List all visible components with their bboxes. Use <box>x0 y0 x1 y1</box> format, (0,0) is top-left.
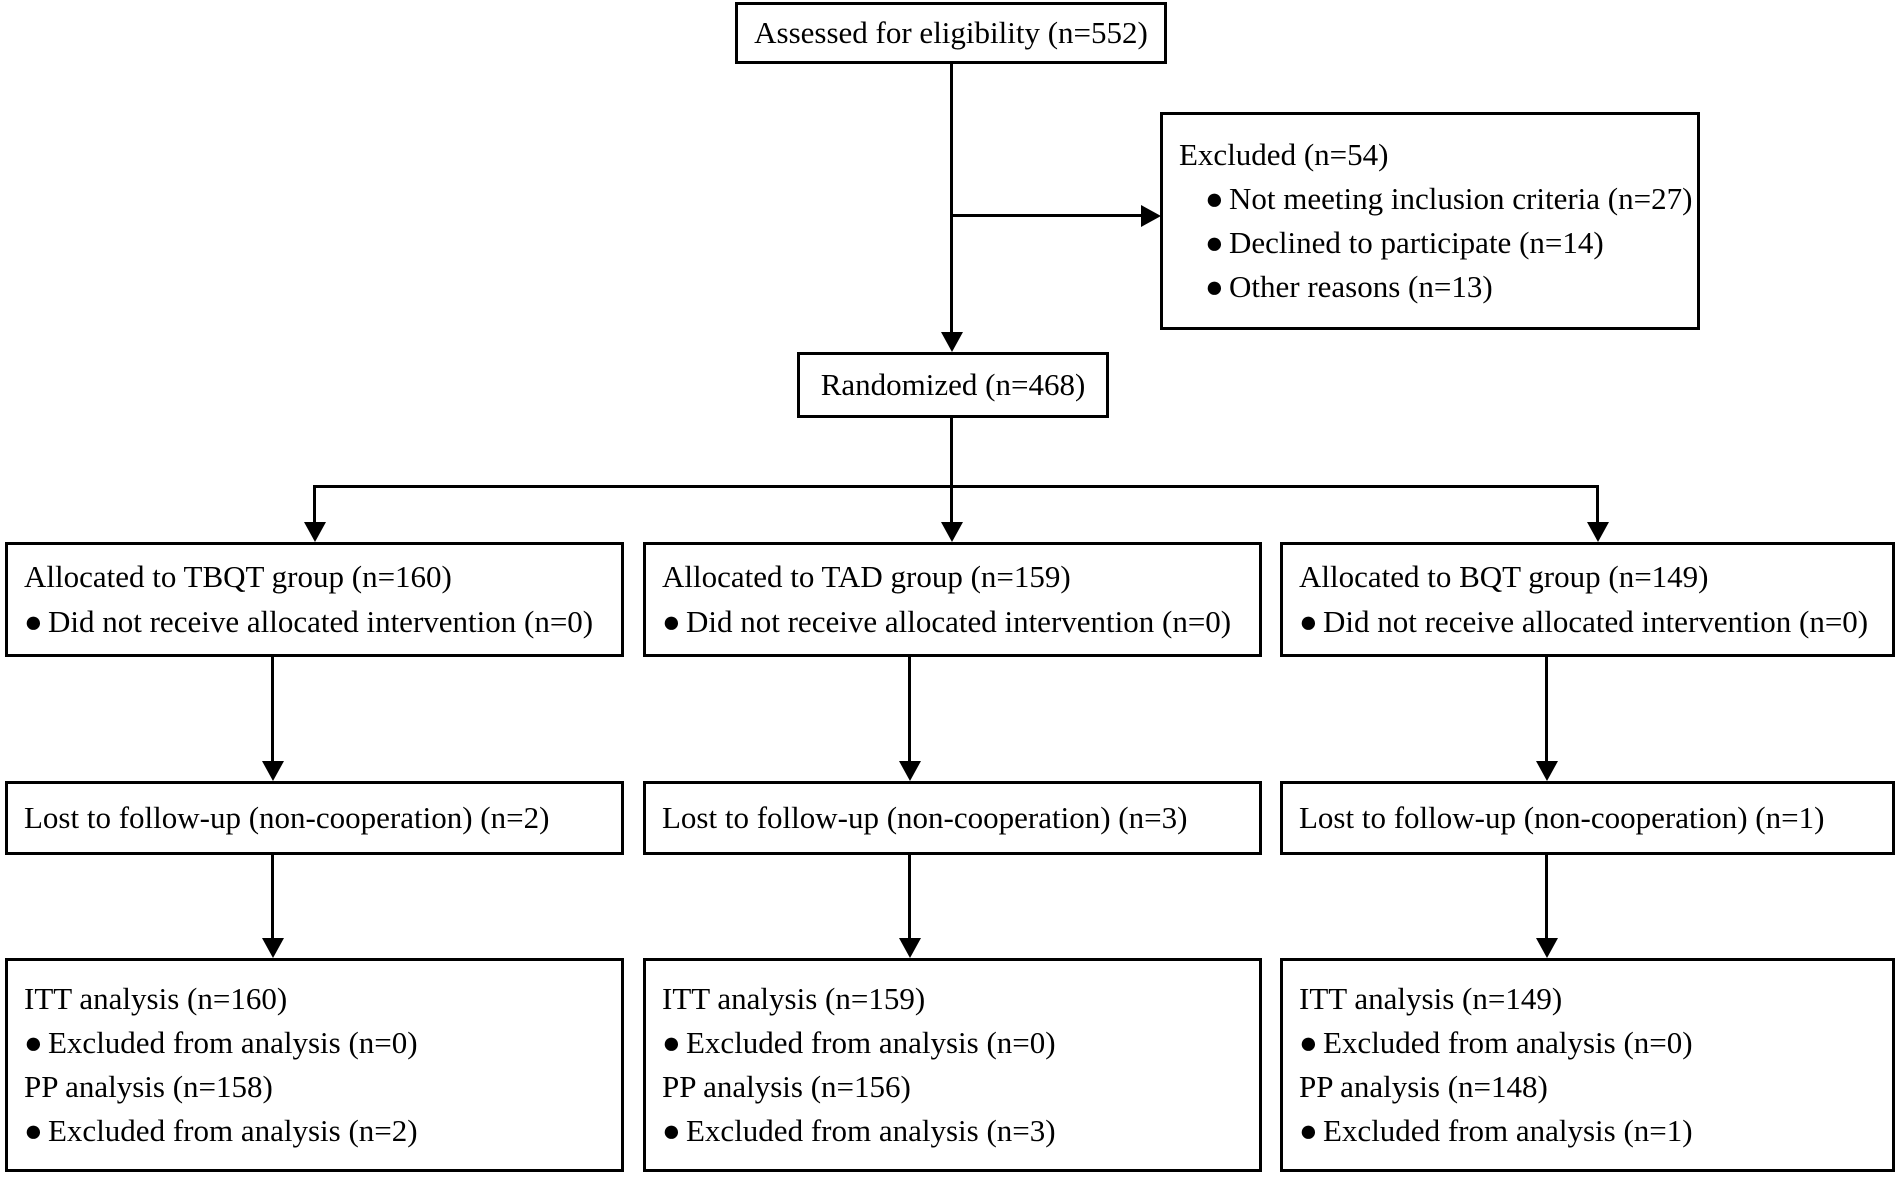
node-followup-arm-2: Lost to follow-up (non-cooperation) (n=1… <box>1280 781 1895 855</box>
arrowhead-arm-1-analysis <box>899 938 921 958</box>
node-analysis-arm-0: ITT analysis (n=160) ● Excluded from ana… <box>5 958 624 1172</box>
node-excluded: Excluded (n=54) ● Not meeting inclusion … <box>1160 112 1700 330</box>
followup-arm-2-label: Lost to follow-up (non-cooperation) (n=1… <box>1299 799 1825 835</box>
connector-assessed-to-randomized <box>950 64 953 332</box>
bullet-icon: ● <box>1299 603 1318 639</box>
connector-arm-0-followup-to-analysis <box>271 855 274 938</box>
excluded-reason-1-label: Declined to participate (n=14) <box>1229 225 1604 260</box>
node-randomized: Randomized (n=468) <box>797 352 1109 418</box>
pp-arm-0-bullet: ● Excluded from analysis (n=2) <box>24 1109 611 1153</box>
arrowhead-to-excluded <box>1141 205 1161 227</box>
arrowhead-arm-0-allocation <box>304 522 326 542</box>
bullet-icon: ● <box>1299 1024 1318 1060</box>
pp-arm-1-bullet-label: Excluded from analysis (n=3) <box>686 1113 1056 1149</box>
pp-arm-2-bullet-label: Excluded from analysis (n=1) <box>1323 1113 1693 1149</box>
connector-arm-1-allocation-to-followup <box>908 657 911 761</box>
excluded-reason-1: ● Declined to participate (n=14) <box>1179 221 1687 265</box>
excluded-reason-2-label: Other reasons (n=13) <box>1229 269 1493 305</box>
allocation-arm-1-heading: Allocated to TAD group (n=159) <box>662 559 1071 595</box>
excluded-heading: Excluded (n=54) <box>1179 136 1389 172</box>
bullet-icon: ● <box>1205 269 1224 305</box>
allocation-arm-0-heading: Allocated to TBQT group (n=160) <box>24 559 452 595</box>
node-followup-arm-1: Lost to follow-up (non-cooperation) (n=3… <box>643 781 1262 855</box>
itt-arm-1-heading: ITT analysis (n=159) <box>662 980 926 1016</box>
itt-arm-0-bullet: ● Excluded from analysis (n=0) <box>24 1021 611 1065</box>
bullet-icon: ● <box>1205 225 1224 260</box>
bullet-icon: ● <box>24 603 43 639</box>
allocation-arm-0-bullet: ● Did not receive allocated intervention… <box>24 600 611 644</box>
pp-arm-0-heading: PP analysis (n=158) <box>24 1069 273 1104</box>
arrowhead-arm-0-analysis <box>262 938 284 958</box>
itt-arm-0-heading: ITT analysis (n=160) <box>24 980 288 1016</box>
allocation-arm-1-bullet-label: Did not receive allocated intervention (… <box>686 603 1232 639</box>
connector-arm-0-allocation-to-followup <box>271 657 274 761</box>
bullet-icon: ● <box>662 603 681 639</box>
connector-drop-arm-0 <box>313 485 316 522</box>
arrowhead-arm-1-followup <box>899 761 921 781</box>
bullet-icon: ● <box>1299 1113 1318 1149</box>
excluded-reason-2: ● Other reasons (n=13) <box>1179 265 1687 309</box>
connector-randomized-trunk <box>950 418 953 488</box>
pp-arm-2-heading: PP analysis (n=148) <box>1299 1069 1548 1104</box>
node-allocation-arm-0: Allocated to TBQT group (n=160) ● Did no… <box>5 542 624 657</box>
allocation-arm-1-bullet: ● Did not receive allocated intervention… <box>662 600 1249 644</box>
allocation-arm-0-bullet-label: Did not receive allocated intervention (… <box>48 603 594 639</box>
connector-drop-arm-2 <box>1596 485 1599 522</box>
connector-split-bar <box>313 485 1599 488</box>
arrowhead-arm-2-allocation <box>1587 522 1609 542</box>
bullet-icon: ● <box>24 1024 43 1060</box>
itt-arm-2-bullet-label: Excluded from analysis (n=0) <box>1323 1024 1693 1060</box>
connector-arm-1-followup-to-analysis <box>908 855 911 938</box>
itt-arm-1-bullet-label: Excluded from analysis (n=0) <box>686 1024 1056 1060</box>
itt-arm-2-bullet: ● Excluded from analysis (n=0) <box>1299 1021 1882 1065</box>
allocation-arm-2-heading: Allocated to BQT group (n=149) <box>1299 559 1709 595</box>
bullet-icon: ● <box>1205 180 1224 216</box>
pp-arm-1-heading: PP analysis (n=156) <box>662 1069 911 1104</box>
bullet-icon: ● <box>24 1113 43 1149</box>
node-allocation-arm-2: Allocated to BQT group (n=149) ● Did not… <box>1280 542 1895 657</box>
assessed-label: Assessed for eligibility (n=552) <box>754 14 1148 50</box>
itt-arm-1-bullet: ● Excluded from analysis (n=0) <box>662 1021 1249 1065</box>
pp-arm-2-bullet: ● Excluded from analysis (n=1) <box>1299 1109 1882 1153</box>
node-followup-arm-0: Lost to follow-up (non-cooperation) (n=2… <box>5 781 624 855</box>
followup-arm-0-label: Lost to follow-up (non-cooperation) (n=2… <box>24 799 550 835</box>
arrowhead-arm-0-followup <box>262 761 284 781</box>
node-analysis-arm-2: ITT analysis (n=149) ● Excluded from ana… <box>1280 958 1895 1172</box>
connector-to-excluded <box>951 214 1141 217</box>
node-analysis-arm-1: ITT analysis (n=159) ● Excluded from ana… <box>643 958 1262 1172</box>
randomized-label: Randomized (n=468) <box>820 366 1086 402</box>
bullet-icon: ● <box>662 1113 681 1149</box>
itt-arm-2-heading: ITT analysis (n=149) <box>1299 980 1563 1016</box>
pp-arm-1-bullet: ● Excluded from analysis (n=3) <box>662 1109 1249 1153</box>
pp-arm-0-bullet-label: Excluded from analysis (n=2) <box>48 1113 418 1149</box>
allocation-arm-2-bullet-label: Did not receive allocated intervention (… <box>1323 603 1869 639</box>
connector-arm-2-allocation-to-followup <box>1545 657 1548 761</box>
node-assessed-for-eligibility: Assessed for eligibility (n=552) <box>735 2 1167 64</box>
itt-arm-0-bullet-label: Excluded from analysis (n=0) <box>48 1024 418 1060</box>
bullet-icon: ● <box>662 1024 681 1060</box>
connector-arm-2-followup-to-analysis <box>1545 855 1548 938</box>
excluded-reason-0-label: Not meeting inclusion criteria (n=27) <box>1229 180 1693 216</box>
arrowhead-arm-2-followup <box>1536 761 1558 781</box>
connector-drop-arm-1 <box>950 485 953 522</box>
node-allocation-arm-1: Allocated to TAD group (n=159) ● Did not… <box>643 542 1262 657</box>
followup-arm-1-label: Lost to follow-up (non-cooperation) (n=3… <box>662 799 1188 835</box>
arrowhead-arm-2-analysis <box>1536 938 1558 958</box>
arrowhead-arm-1-allocation <box>941 522 963 542</box>
excluded-reason-0: ● Not meeting inclusion criteria (n=27) <box>1179 177 1692 221</box>
arrowhead-to-randomized <box>941 332 963 352</box>
allocation-arm-2-bullet: ● Did not receive allocated intervention… <box>1299 600 1882 644</box>
